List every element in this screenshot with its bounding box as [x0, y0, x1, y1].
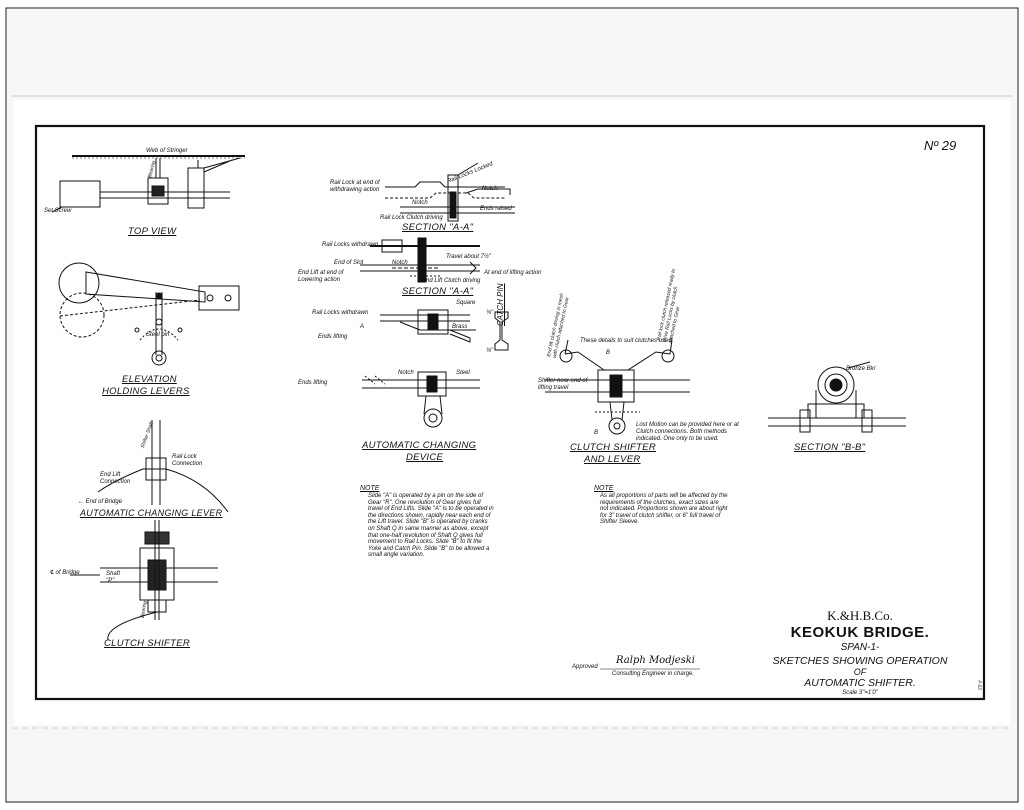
- title-scale: Scale 3"=1'0": [842, 690, 878, 696]
- label-steel-pin: Steel pin: [146, 332, 170, 338]
- label-cl-of-bridge: ℄ of Bridge: [50, 570, 80, 576]
- label-ends-lifting-2: Ends lifting: [298, 380, 328, 386]
- label-dim-2: ¾": [486, 348, 494, 354]
- caption-device: DEVICE: [406, 452, 444, 463]
- note-right-heading: NOTE: [594, 485, 614, 492]
- label-ends-lifting-1: Ends lifting: [318, 334, 348, 340]
- label-notch-device: Notch: [398, 370, 414, 376]
- caption-section-aa-1: SECTION "A-A": [402, 222, 474, 233]
- section-aa-2-sketch: [360, 237, 480, 283]
- label-steel: Steel: [456, 370, 470, 376]
- signature: Ralph Modjeski: [616, 655, 696, 666]
- label-square: Square: [456, 300, 476, 306]
- title-line1: SKETCHES SHOWING OPERATION: [772, 655, 948, 667]
- caption-clutch-shifter-2: CLUTCH SHIFTER: [570, 442, 657, 453]
- label-a-mark: A: [360, 324, 365, 330]
- drawing-border: [34, 124, 986, 701]
- top-view-sketch: [51, 155, 245, 213]
- label-b-mark-2: B: [594, 430, 599, 436]
- label-notch-a1: Notch: [482, 186, 498, 192]
- engineer-label: Consulting Engineer in charge.: [612, 671, 695, 677]
- label-end-lift-connection: End Lift Connection: [100, 472, 131, 485]
- caption-top-view: TOP VIEW: [128, 226, 177, 237]
- label-rail-lock-connection: Rail Lock Connection: [172, 454, 203, 467]
- label-dim-1: ¾": [486, 310, 494, 316]
- title-line3: AUTOMATIC SHIFTER.: [804, 677, 916, 689]
- label-bronze: Bronze Bkr: [846, 366, 876, 372]
- auto-lever-sketch: [97, 420, 229, 513]
- label-end-of-bridge: ← End of Bridge: [78, 499, 123, 505]
- auto-device-sketch: [362, 309, 509, 428]
- label-ends-raised: Ends raised: [480, 206, 512, 212]
- label-b-mark-1: B: [606, 350, 611, 356]
- label-end-lift-clutch: End Lift Clutch driving: [422, 278, 481, 284]
- caption-section-bb: SECTION "B-B": [794, 442, 866, 453]
- caption-automatic-changing: AUTOMATIC CHANGING: [362, 440, 477, 451]
- caption-automatic-changing-lever: AUTOMATIC CHANGING LEVER: [80, 508, 223, 518]
- label-set-screw: Set Screw: [44, 208, 72, 214]
- label-end-of-slot: End of Slot: [334, 260, 364, 266]
- caption-elevation: ELEVATION: [122, 374, 177, 385]
- caption-clutch-shifter: CLUTCH SHIFTER: [104, 638, 191, 649]
- caption-and-lever: AND LEVER: [584, 454, 641, 465]
- label-catch-pin: CATCH PIN: [496, 283, 505, 326]
- elevation-sketch: [58, 262, 240, 366]
- note-left-text: Slide "A" is operated by a pin on the si…: [368, 493, 494, 559]
- section-aa-1-sketch: [385, 162, 515, 222]
- approved-label: Approved: [572, 664, 598, 670]
- label-rail-locks-withdrawn: Rail Locks withdrawn: [322, 242, 379, 248]
- label-notch-b: Notch: [392, 260, 408, 266]
- title-line2: OF: [853, 667, 867, 677]
- label-shifter-near-end: Shifter near end of lifting travel: [538, 378, 588, 391]
- label-notch-a2: Notch: [412, 200, 428, 206]
- clutch-lever-sketch: [545, 339, 690, 435]
- side-stamp: 4-62: [976, 679, 983, 691]
- label-web-of-stringer: Web of Stringer: [146, 148, 188, 154]
- caption-holding-levers: HOLDING LEVERS: [102, 386, 190, 397]
- note-left-heading: NOTE: [360, 485, 380, 492]
- label-brass: Brass: [452, 324, 468, 330]
- label-end-of-bridge-text: End of Bridge: [85, 499, 123, 505]
- label-rail-lock-withdrawing: Rail Lock at end of withdrawing action: [330, 180, 380, 193]
- caption-section-aa-2: SECTION "A-A": [402, 286, 474, 297]
- label-at-end-lifting: At end of lifting action: [484, 270, 542, 276]
- section-bb-sketch: [768, 361, 906, 433]
- clutch-shifter-left-sketch: [70, 520, 218, 641]
- note-right-text: As all proportions of parts will be affe…: [600, 493, 728, 526]
- sheet-number: Nº 29: [924, 138, 957, 153]
- title-bridge: KEOKUK BRIDGE.: [790, 624, 930, 641]
- label-end-lift-lowering: End Lift at end of Lowering action: [298, 270, 344, 283]
- label-shaft-p: Shaft "P": [106, 571, 121, 584]
- label-travel-about: Travel about 7½": [446, 254, 492, 260]
- label-these-details: These details to suit clutches used: [580, 338, 672, 344]
- label-rail-lock-clutch: Rail Lock Clutch driving: [380, 215, 443, 221]
- label-lost-motion: Lost Motion can be provided here or at C…: [636, 422, 739, 442]
- title-span: SPAN-1-: [840, 642, 880, 653]
- label-rail-locks-withdrawn-2: Rail Locks withdrawn: [312, 310, 369, 316]
- title-company: K.&H.B.Co.: [827, 608, 893, 623]
